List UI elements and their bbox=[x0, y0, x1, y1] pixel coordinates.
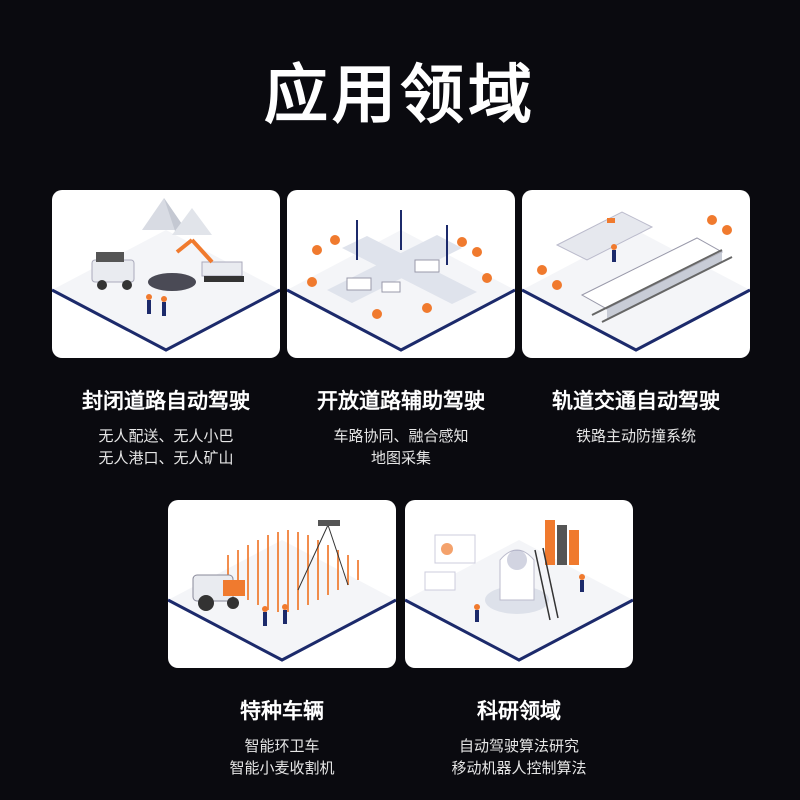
card-description: 铁路主动防撞系统 bbox=[506, 425, 766, 447]
description-line: 移动机器人控制算法 bbox=[451, 759, 587, 777]
card-label: 科研领域 bbox=[477, 699, 561, 723]
card-railway-illustration bbox=[522, 190, 750, 358]
card-label: 封闭道路自动驾驶 bbox=[82, 389, 250, 413]
description-line: 智能小麦收割机 bbox=[229, 759, 335, 777]
description-line: 地图采集 bbox=[370, 449, 431, 467]
card-description: 无人配送、无人小巴 无人港口、无人矿山 bbox=[36, 425, 296, 469]
description-line: 铁路主动防撞系统 bbox=[575, 427, 696, 445]
card-label: 开放道路辅助驾驶 bbox=[317, 389, 485, 413]
card-label: 轨道交通自动驾驶 bbox=[552, 389, 720, 413]
card-closed-road-illustration bbox=[52, 190, 280, 358]
card-research-illustration bbox=[405, 500, 633, 668]
card-description: 车路协同、融合感知 地图采集 bbox=[271, 425, 531, 469]
page-title: 应用领域 bbox=[264, 59, 536, 133]
description-line: 自动驾驶算法研究 bbox=[458, 737, 579, 755]
card-special-vehicle-illustration bbox=[168, 500, 396, 668]
card-description: 智能环卫车 智能小麦收割机 bbox=[152, 735, 412, 779]
description-line: 智能环卫车 bbox=[244, 737, 320, 755]
card-label: 特种车辆 bbox=[240, 699, 324, 723]
description-line: 无人港口、无人矿山 bbox=[98, 449, 234, 467]
card-description: 自动驾驶算法研究 移动机器人控制算法 bbox=[389, 735, 649, 779]
description-line: 车路协同、融合感知 bbox=[333, 427, 469, 445]
description-line: 无人配送、无人小巴 bbox=[98, 427, 234, 445]
card-open-road-illustration bbox=[287, 190, 515, 358]
